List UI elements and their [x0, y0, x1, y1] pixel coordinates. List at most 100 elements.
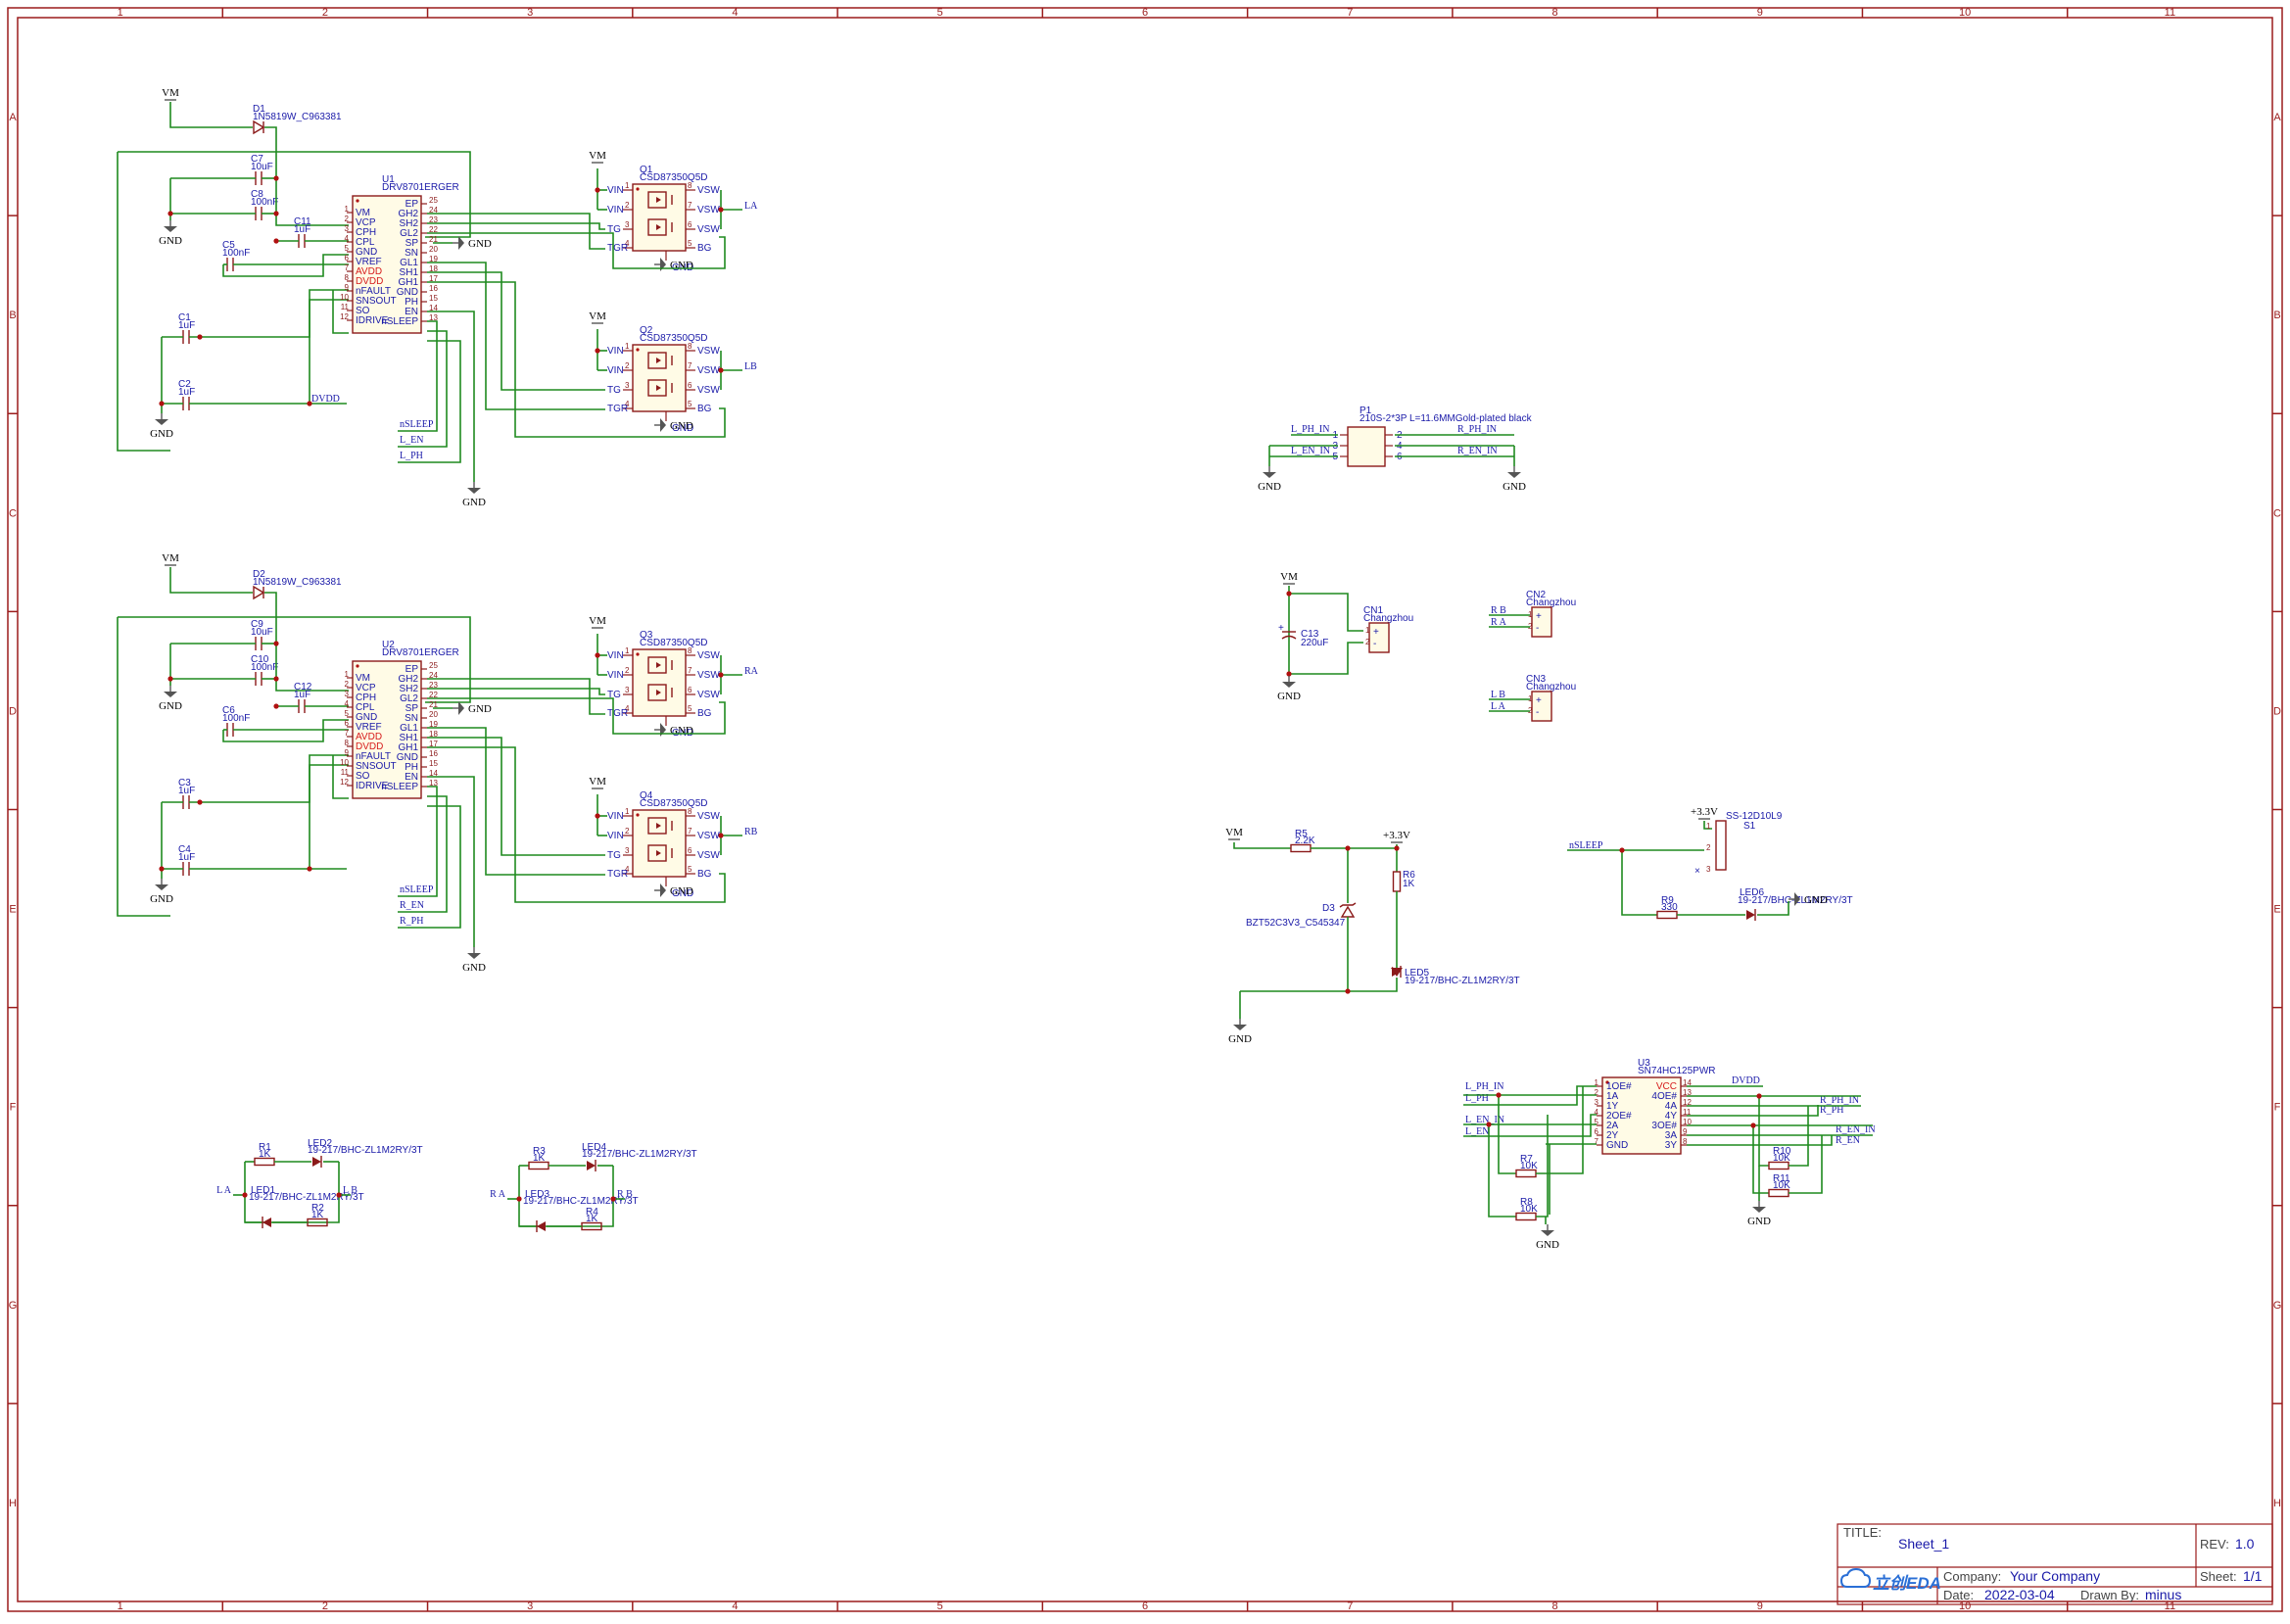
- power-flag: VM: [162, 87, 179, 101]
- pin-name: VM: [356, 673, 370, 684]
- pin-name: TGR: [607, 708, 628, 719]
- power-label: VM: [162, 87, 179, 99]
- wire: [264, 126, 277, 137]
- pin-number: 6: [688, 220, 692, 229]
- junction-dot: [159, 401, 165, 406]
- p1-ref: P1: [1360, 406, 1372, 416]
- diode-triangle: [587, 1161, 596, 1170]
- pin-number: 5: [688, 400, 692, 408]
- pin-number: 3: [345, 224, 350, 233]
- cap-ref: C2: [178, 379, 191, 390]
- pin-name: TG: [607, 224, 621, 235]
- cap-value: 10uF: [251, 162, 273, 172]
- pin-name: nSLEEP: [381, 316, 418, 327]
- column-label-bottom: 8: [1551, 1600, 1557, 1612]
- wire: [427, 281, 726, 438]
- cap-ref: C1: [178, 312, 191, 323]
- diode-triangle: [253, 585, 265, 600]
- diode-triangle: [312, 1157, 321, 1167]
- pin-name: IDRIVE: [356, 781, 389, 791]
- transistor-arrow: [656, 197, 661, 203]
- net-label: L A: [1491, 701, 1506, 712]
- wire: [1621, 850, 1657, 916]
- pin-number: 5: [345, 244, 350, 253]
- row-label-left: B: [9, 310, 16, 321]
- cap-plate-curved: [1281, 635, 1297, 640]
- junction-dot: [307, 401, 312, 406]
- transistor-glyph: [647, 684, 667, 701]
- wire: [222, 254, 349, 277]
- gnd-label: GND: [150, 893, 173, 905]
- column-label-bottom: 5: [937, 1600, 943, 1612]
- diode: [587, 1160, 596, 1171]
- cap-value: 100nF: [251, 197, 278, 208]
- pin1-marker: [636, 813, 640, 817]
- pin-number: 1: [625, 342, 630, 351]
- wire: [427, 232, 726, 269]
- pin-number: 3: [345, 690, 350, 698]
- pin-name: GH1: [398, 277, 418, 288]
- resistor-ref: R2: [311, 1203, 324, 1214]
- fet-ref: Q1: [640, 165, 653, 175]
- pin-number: 6: [345, 254, 350, 263]
- net-label-en: R_EN: [400, 900, 424, 911]
- junction-dot: [595, 813, 600, 819]
- pin-name: VREF: [356, 257, 382, 267]
- wire: [222, 719, 349, 742]
- resistor-ref: R1: [259, 1142, 271, 1153]
- company-label: Company:: [1943, 1569, 2001, 1584]
- pin-number: 10: [340, 293, 349, 302]
- transistor-glyph: [647, 817, 667, 835]
- pin-number: 21: [429, 235, 438, 244]
- company-value: Your Company: [2010, 1568, 2100, 1584]
- resistor-value: 1K: [1403, 879, 1415, 889]
- junction-dot: [273, 175, 279, 181]
- pin-name: GL2: [400, 693, 418, 704]
- column-label-bottom: 7: [1347, 1600, 1353, 1612]
- pin-name: VSW: [697, 346, 720, 357]
- wire: [427, 213, 605, 250]
- nsleep-label: nSLEEP: [1569, 840, 1603, 851]
- pin-name: TG: [607, 385, 621, 396]
- direction-led-blocks: R11KLED219-217/BHC-ZL1M2RY/3TLED119-217/…: [216, 1138, 697, 1232]
- pin-number: 4: [625, 704, 630, 713]
- junction-dot: [1756, 1093, 1762, 1099]
- net-label: L_PH_IN: [1291, 424, 1329, 435]
- pin-name: CPH: [356, 227, 376, 238]
- resistor-value: 10K: [1773, 1180, 1790, 1191]
- wire: [117, 152, 170, 452]
- pin1-marker: [636, 187, 640, 191]
- gnd-symbol: GND: [1789, 892, 1828, 906]
- ic-part: DRV8701ERGER: [382, 647, 459, 658]
- fet-body: [632, 183, 687, 252]
- pin-name: VSW: [697, 670, 720, 681]
- gnd-triangle: [1263, 472, 1276, 478]
- pin-number: 13: [1683, 1088, 1692, 1097]
- resistor-value: 1K: [311, 1210, 324, 1220]
- junction-dot: [1286, 591, 1292, 597]
- junction-dot: [167, 676, 173, 682]
- connector-ref: CN3: [1526, 674, 1546, 685]
- wire: [1687, 1105, 1819, 1117]
- net-label: L B: [1491, 690, 1505, 700]
- row-label-left: C: [9, 507, 17, 519]
- diode-triangle: [253, 119, 265, 135]
- cap-value: 1uF: [178, 786, 195, 796]
- pin-number: 3: [1706, 865, 1711, 874]
- fet-ref: Q3: [640, 630, 653, 641]
- row-label-right: D: [2273, 705, 2281, 717]
- power-label: VM: [589, 310, 606, 322]
- connector-body: [1531, 606, 1552, 638]
- resistor-ref: R5: [1295, 829, 1308, 839]
- pin-name: CPL: [356, 702, 375, 713]
- rev-label: REV:: [2200, 1537, 2229, 1552]
- pin-number: 18: [429, 730, 438, 739]
- wire: [427, 737, 605, 856]
